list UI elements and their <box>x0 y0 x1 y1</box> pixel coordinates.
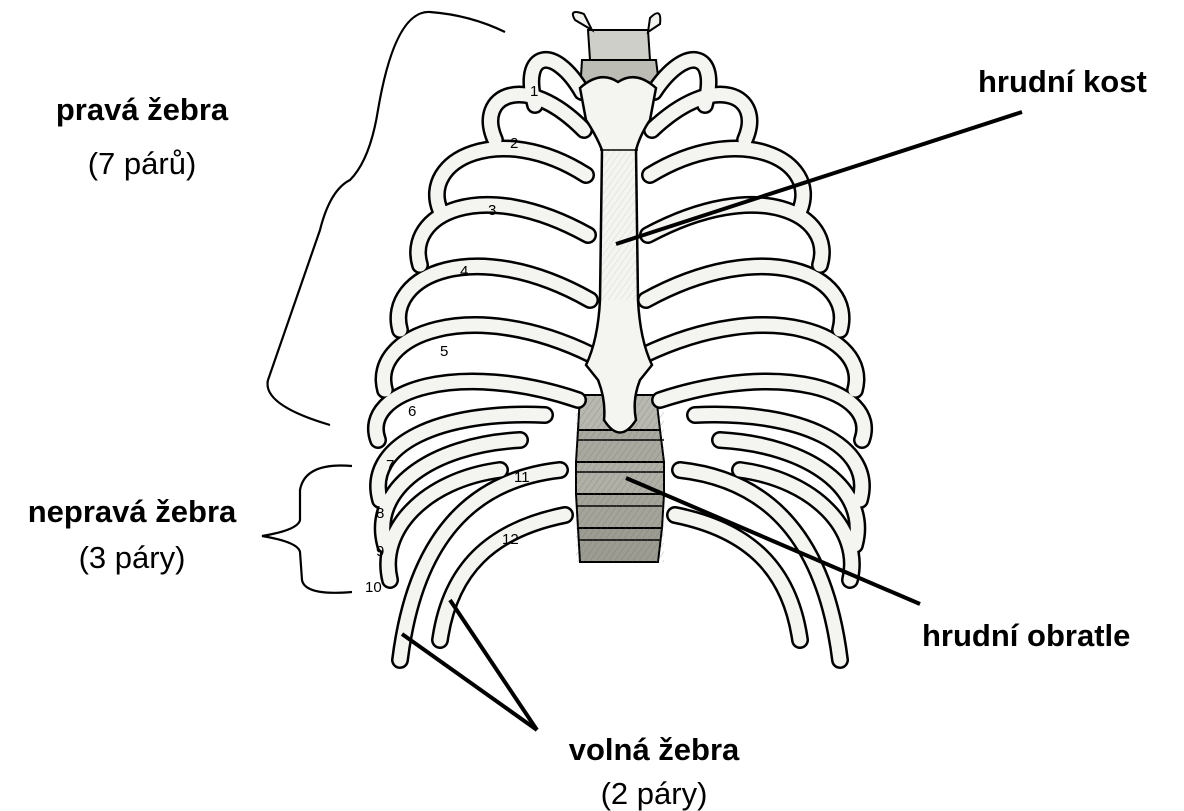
false-ribs-count: (3 páry) <box>79 540 186 576</box>
true-ribs-title: pravá žebra <box>56 92 228 128</box>
rib-number-2: 2 <box>510 135 518 152</box>
rib-number-8: 8 <box>376 505 384 522</box>
floating-rib-leader-line-2 <box>450 600 537 730</box>
rib-number-12: 12 <box>502 531 519 548</box>
left-ribs-illustration <box>376 60 592 660</box>
false-ribs-bracket <box>262 466 352 593</box>
floating-rib-leader-line-1 <box>402 634 537 730</box>
rib-number-3: 3 <box>488 202 496 219</box>
rib-number-7: 7 <box>386 457 394 474</box>
sternum-label: hrudní kost <box>978 64 1147 100</box>
rib-number-11: 11 <box>514 469 530 486</box>
true-ribs-count: (7 párů) <box>88 146 197 182</box>
right-ribs-illustration <box>644 60 864 660</box>
rib-number-1: 1 <box>530 83 538 100</box>
rib-number-5: 5 <box>440 343 448 360</box>
rib-number-10: 10 <box>365 579 382 596</box>
rib-number-9: 9 <box>376 543 384 560</box>
rib-number-4: 4 <box>460 263 468 280</box>
floating-ribs-count: (2 páry) <box>601 776 708 811</box>
floating-ribs-title: volná žebra <box>569 732 740 768</box>
false-ribs-title: nepravá žebra <box>28 494 237 530</box>
vertebrae-label: hrudní obratle <box>922 618 1130 654</box>
sternum-illustration <box>580 77 656 432</box>
rib-number-6: 6 <box>408 403 416 420</box>
